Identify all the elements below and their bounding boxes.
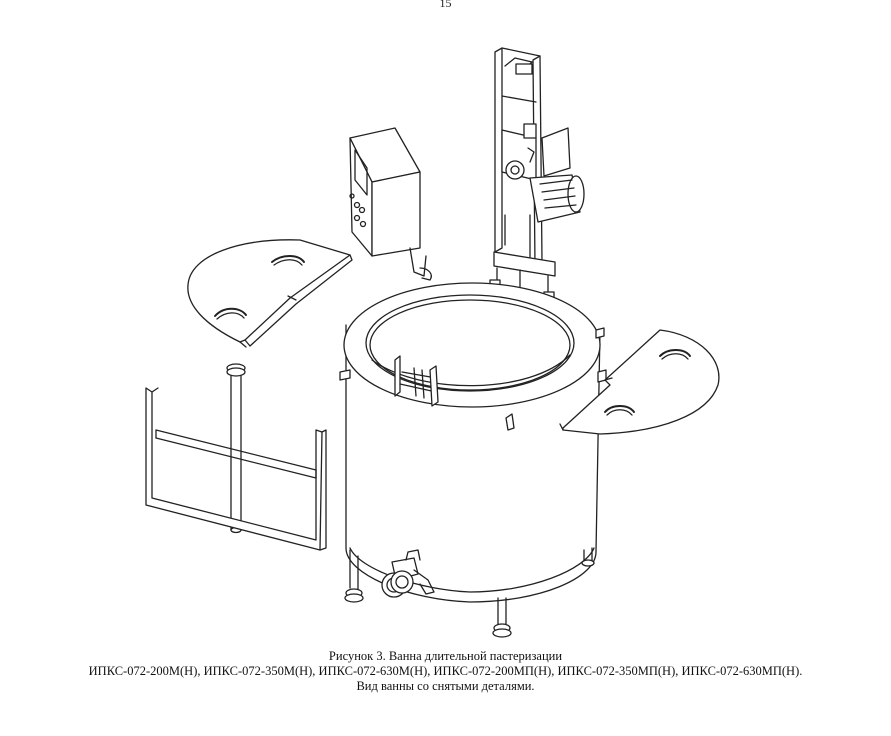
control-cabinet bbox=[349, 127, 432, 281]
right-lid-half bbox=[559, 329, 720, 435]
stirrer-shaft bbox=[226, 363, 246, 534]
stirrer-frame bbox=[145, 387, 327, 551]
left-lid-half bbox=[187, 239, 353, 348]
page-number: 15 bbox=[439, 0, 452, 10]
figure-caption-view: Вид ванны со снятыми деталями. bbox=[356, 679, 535, 693]
drain-valve bbox=[381, 549, 435, 598]
tank-legs bbox=[344, 547, 595, 638]
pasteurization-tank-drawing bbox=[145, 47, 720, 638]
figure-caption-title: Рисунок 3. Ванна длительной пастеризации bbox=[328, 649, 563, 663]
figure-caption-models: ИПКС-072-200М(Н), ИПКС-072-350М(Н), ИПКС… bbox=[88, 664, 803, 678]
tank-body bbox=[339, 282, 607, 603]
mixer-drive-mast bbox=[489, 47, 585, 301]
